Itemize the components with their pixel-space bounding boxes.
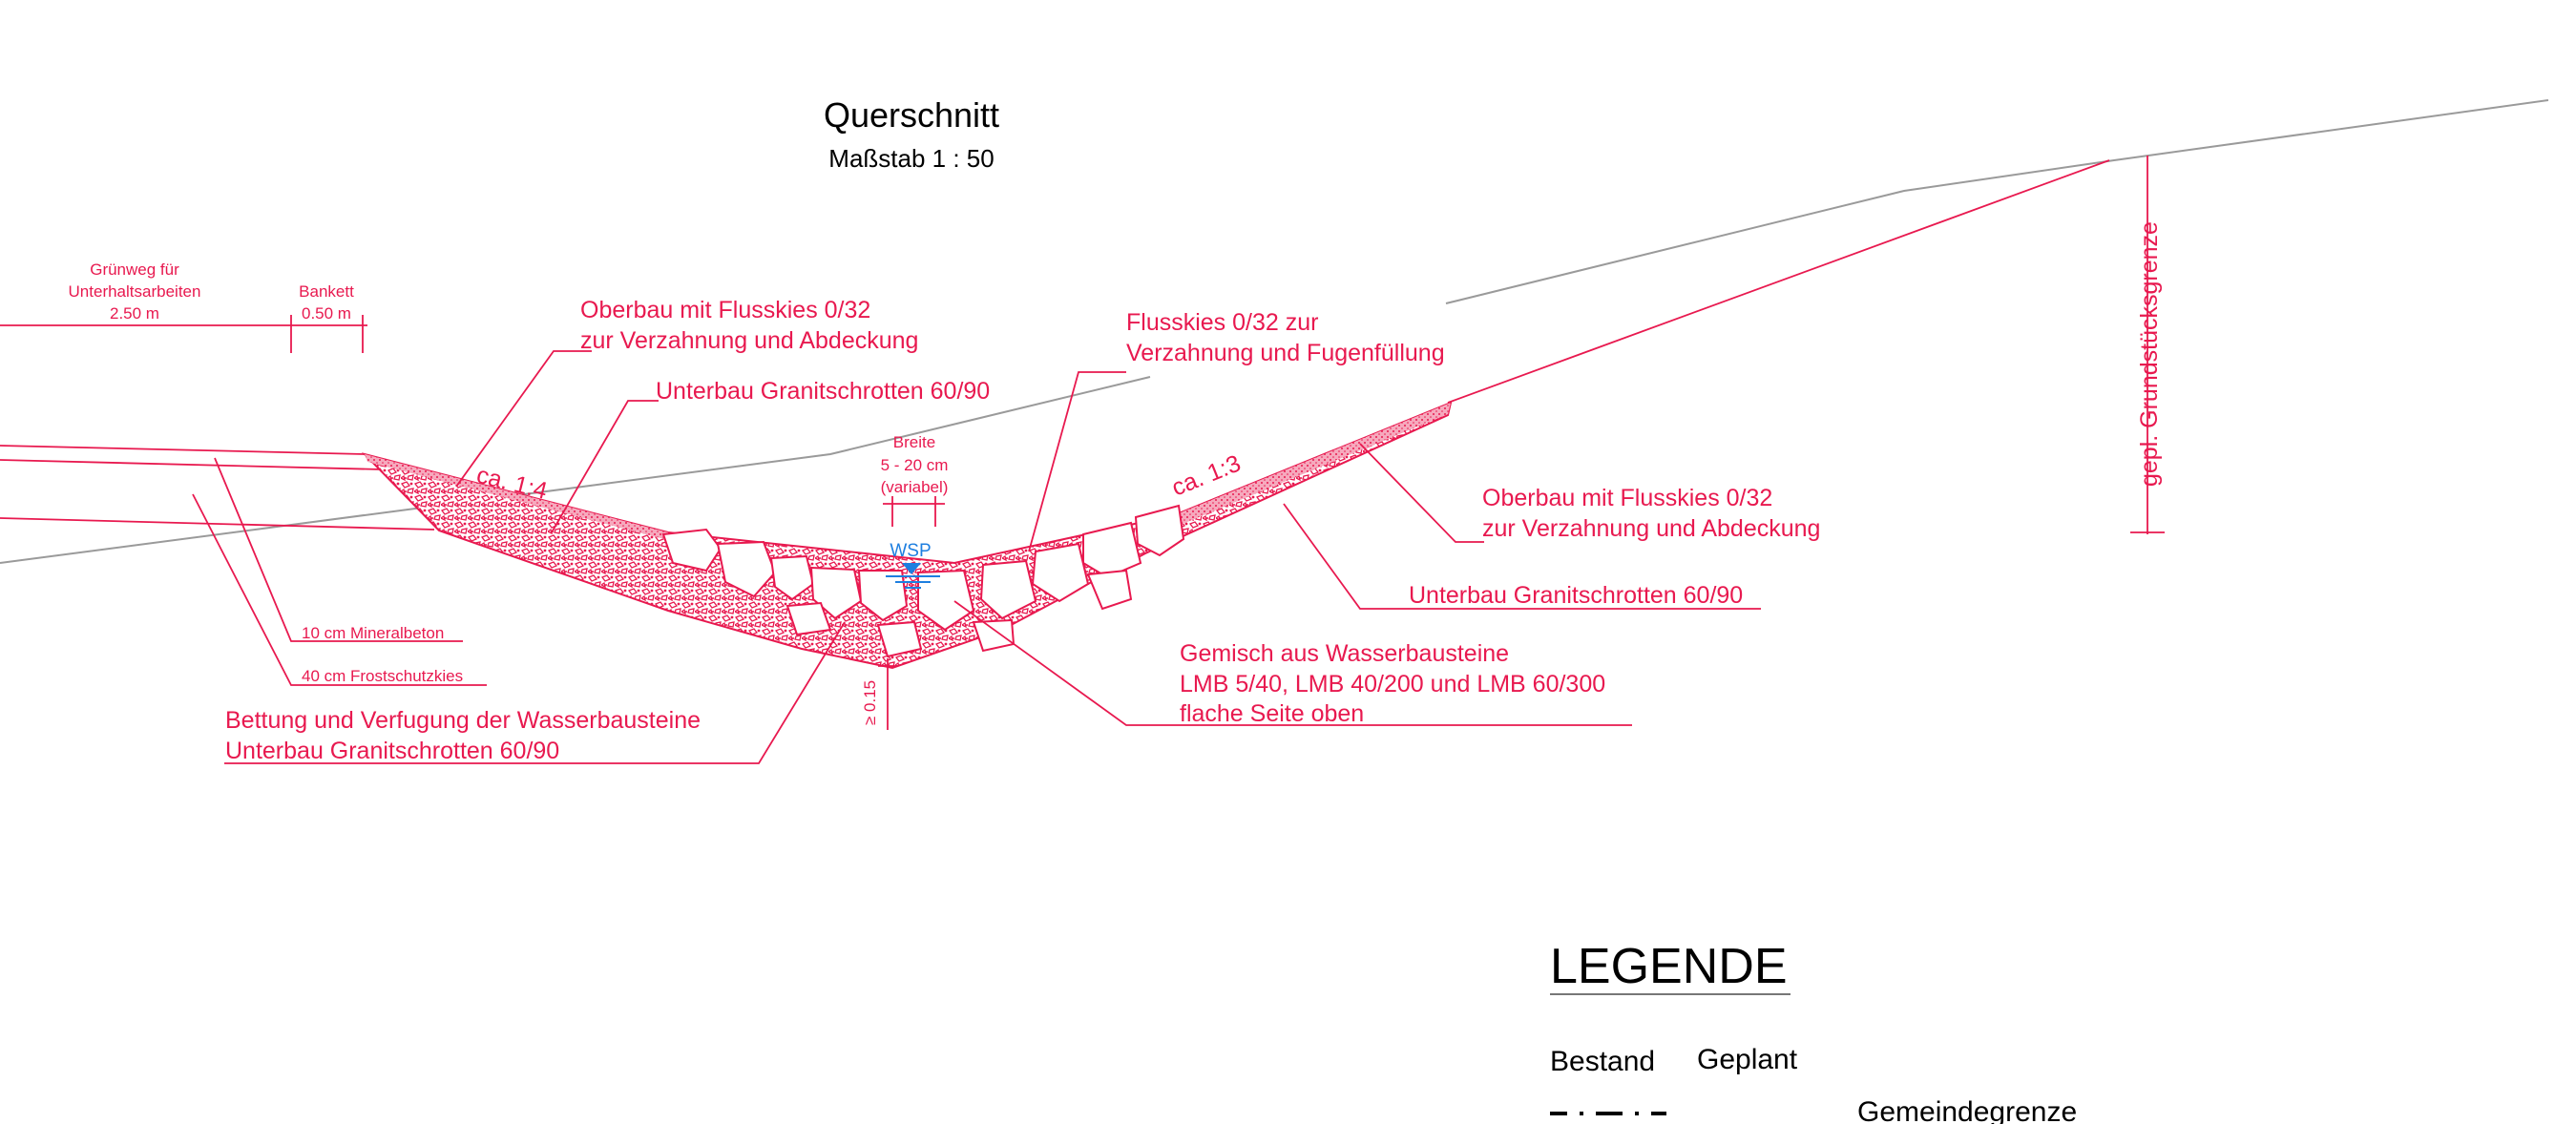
top-dimension-line — [0, 315, 367, 353]
unterbau-left-label: Unterbau Granitschrotten 60/90 — [656, 378, 990, 405]
breite-label-3: (variabel) — [881, 478, 949, 496]
frostschutz-label: 40 cm Frostschutzkies — [302, 667, 463, 685]
bankett-label-2: 0.50 m — [302, 304, 351, 323]
water-stones — [661, 504, 1185, 658]
gemisch-label-2: LMB 5/40, LMB 40/200 und LMB 60/300 — [1180, 671, 1605, 697]
breite-label-2: 5 - 20 cm — [881, 456, 949, 474]
bankett-label-1: Bankett — [299, 282, 354, 301]
oberbau-left-leader — [455, 350, 592, 488]
bettung-label-2: Unterbau Granitschrotten 60/90 — [225, 738, 559, 764]
grundstueck-label: gepl. Grundstücksgrenze — [2136, 221, 2163, 487]
oberbau-right-label-1: Oberbau mit Flusskies 0/32 — [1482, 485, 1772, 511]
frostschutz-leader — [192, 493, 487, 686]
mineralbeton-label: 10 cm Mineralbeton — [302, 624, 444, 642]
gemisch-label-1: Gemisch aus Wasserbausteine — [1180, 640, 1509, 667]
oberbau-right-leader — [1359, 443, 1484, 543]
mineralbeton-leader — [214, 457, 463, 642]
legend-col-planned: Geplant — [1697, 1044, 1798, 1075]
flusskies-leader — [1028, 371, 1126, 552]
oberbau-left-label-1: Oberbau mit Flusskies 0/32 — [580, 297, 870, 323]
frostschutz-line — [0, 517, 435, 531]
mineralbeton-line — [0, 459, 383, 470]
existing-terrain-line-left — [0, 376, 1151, 564]
legend-title: LEGENDE — [1550, 939, 1788, 994]
bettung-label-1: Bettung und Verfugung der Wasserbaustein… — [225, 707, 701, 734]
gruenweg-label-1: Grünweg für — [90, 260, 179, 279]
unterbau-left-leader — [551, 400, 659, 533]
oberbau-right-label-2: zur Verzahnung und Abdeckung — [1482, 515, 1820, 542]
gruenweg-label-2: Unterhaltsarbeiten — [69, 282, 201, 301]
oberbau-left-label-2: zur Verzahnung und Abdeckung — [580, 327, 918, 354]
existing-terrain-line-right — [1445, 99, 2549, 304]
unterbau-right-label: Unterbau Granitschrotten 60/90 — [1409, 582, 1743, 609]
legend-col-existing: Bestand — [1550, 1046, 1655, 1077]
gemisch-leader — [953, 600, 1632, 726]
road-surface-line — [0, 445, 366, 455]
water-level — [886, 563, 940, 589]
flusskies-label-1: Flusskies 0/32 zur — [1126, 309, 1318, 336]
depth-label: ≥ 0.15 — [861, 680, 879, 725]
drawing-scale: Maßstab 1 : 50 — [828, 144, 994, 173]
oberbau-right-layer — [1174, 403, 1451, 527]
bettung-leader — [224, 621, 846, 764]
channel-gravel-bed — [361, 401, 1453, 670]
wsp-label: WSP — [890, 541, 931, 561]
depth-dimension — [878, 658, 897, 730]
flusskies-label-2: Verzahnung und Fugenfüllung — [1126, 340, 1445, 366]
breite-label-1: Breite — [893, 433, 935, 451]
gruenweg-label-3: 2.50 m — [110, 304, 159, 323]
oberbau-left-layer — [365, 454, 668, 540]
legend-item-municipal-boundary: Gemeindegrenze — [1857, 1096, 2077, 1124]
drawing-title: Querschnitt — [824, 95, 999, 135]
breite-dimension — [883, 496, 945, 527]
grundstueck-slope-line — [1447, 159, 2110, 404]
unterbau-right-leader — [1283, 503, 1761, 610]
gemisch-label-3: flache Seite oben — [1180, 700, 1364, 727]
